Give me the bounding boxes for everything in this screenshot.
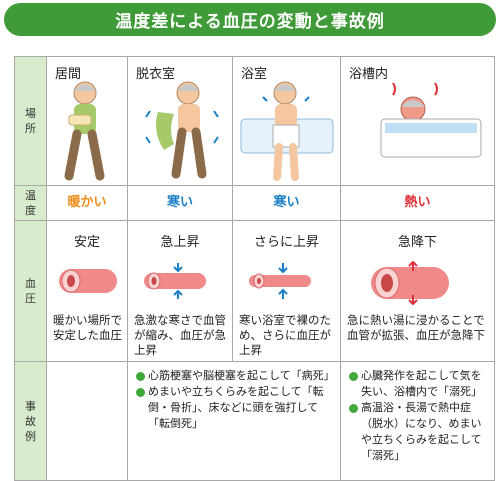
temp-label: 寒い: [273, 195, 300, 210]
bp-description: 急に熱い湯に浸かることで血管が拡張、血圧が急降下: [347, 313, 485, 342]
bp-description: 急激な寒さで血管が縮み、血圧が急上昇: [134, 313, 226, 357]
rowhead-place: 場所: [14, 56, 47, 186]
bullet-icon: [349, 372, 358, 381]
examples-cold: 心筋梗塞や脳梗塞を起こして「病死」 めまいや立ちくらみを起こして「転倒・骨折」、…: [127, 361, 341, 481]
scene-bathroom: 浴室: [232, 56, 341, 186]
bp-title: 急上昇: [160, 235, 200, 250]
place-label: 浴槽内: [349, 67, 389, 82]
person-undressing-icon: [145, 81, 219, 179]
temp-label: 暖かい: [67, 195, 107, 210]
examples-empty-cell: [46, 361, 128, 481]
scene-dressing-room: 脱衣室: [127, 56, 233, 186]
rowhead-examples: 事故例: [14, 361, 47, 481]
bp-title: さらに上昇: [253, 235, 319, 250]
rowhead-blood-pressure: 血圧: [14, 220, 47, 362]
person-in-bath-icon: [380, 82, 482, 158]
row-place: 場所 居間 脱衣室: [14, 56, 495, 186]
list-item: 心筋梗塞や脳梗塞を起こして「病死」: [136, 368, 336, 384]
place-label: 脱衣室: [136, 67, 176, 82]
vessel-dilate-icon: [371, 261, 449, 305]
bullet-icon: [136, 372, 145, 381]
examples-hot: 心臓発作を起こして気を失い、浴槽内で「溺死」 高温浴・長湯で熱中症（脱水）になり…: [340, 361, 495, 481]
list-item: めまいや立ちくらみを起こして「転倒・骨折」、床などに頭を強打して「転倒死」: [136, 384, 336, 432]
bp-description: 暖かい場所で安定した血圧: [53, 313, 122, 342]
rowhead-temperature: 温度: [14, 185, 47, 221]
vessel-constrict-more-icon: [249, 263, 311, 299]
place-label: 居間: [55, 67, 82, 82]
vessel-stable-icon: [59, 269, 117, 293]
list-item: 高温浴・長湯で熱中症（脱水）になり、めまいや立ちくらみを起こして「溺死」: [349, 400, 490, 464]
place-label: 浴室: [241, 67, 268, 82]
row-temperature: 温度 暖かい 寒い 寒い 熱い: [14, 185, 495, 221]
person-shivering-icon: [240, 81, 334, 181]
bullet-icon: [349, 404, 358, 413]
row-blood-pressure: 血圧 安定 暖かい場所で安定した血圧 急上昇 急激な寒: [14, 220, 495, 362]
temp-label: 寒い: [166, 195, 193, 210]
list-item: 心臓発作を起こして気を失い、浴槽内で「溺死」: [349, 368, 490, 400]
bullet-icon: [136, 388, 145, 397]
page-title: 温度差による血圧の変動と事故例: [4, 3, 496, 36]
scene-bathtub: 浴槽内: [340, 56, 495, 186]
bp-description: 寒い浴室で裸のため、さらに血圧が上昇: [239, 313, 331, 357]
scene-living: 居間: [46, 56, 128, 186]
bp-title: 急降下: [397, 235, 437, 250]
person-walking-icon: [64, 81, 105, 181]
bp-title: 安定: [73, 235, 100, 250]
temp-label: 熱い: [404, 195, 431, 210]
comparison-table: 場所 居間 脱衣室: [14, 56, 495, 481]
row-examples: 事故例 心筋梗塞や脳梗塞を起こして「病死」 めまいや立ちくらみを起こして「転倒・…: [14, 361, 495, 481]
vessel-constrict-icon: [144, 263, 206, 299]
